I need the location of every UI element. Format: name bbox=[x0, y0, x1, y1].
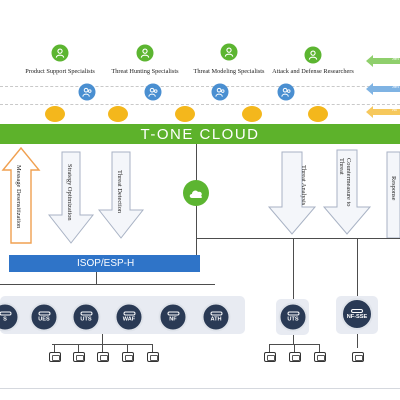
connector-line bbox=[54, 344, 55, 352]
connector-line bbox=[78, 344, 79, 352]
device-waf: WAF bbox=[114, 302, 144, 332]
endpoint-icon bbox=[97, 352, 109, 362]
user-group-icon bbox=[78, 83, 96, 101]
connector-line bbox=[293, 239, 295, 299]
dashed-divider bbox=[0, 104, 400, 105]
person-support-icon bbox=[304, 46, 322, 64]
orange-node-icon bbox=[108, 106, 128, 122]
connector-line bbox=[152, 344, 153, 352]
endpoint-icon bbox=[352, 352, 364, 362]
endpoint-icon bbox=[49, 352, 61, 362]
person-support-icon bbox=[220, 43, 238, 61]
person-support-icon bbox=[136, 44, 154, 62]
flow-label-up: Message Desensitization bbox=[15, 165, 22, 229]
dashed-divider bbox=[0, 86, 400, 87]
device-label: NF bbox=[169, 316, 177, 323]
endpoint-icon bbox=[147, 352, 159, 362]
flow-label-down5: Response bbox=[390, 176, 397, 201]
specialist-label: Product Support Specialists bbox=[25, 68, 95, 75]
device-nf-sse: NF-SSE bbox=[341, 298, 373, 330]
device-nf: NF bbox=[158, 302, 188, 332]
orange-node-icon bbox=[175, 106, 195, 122]
user-group-icon bbox=[211, 83, 229, 101]
device-ues: UES bbox=[29, 302, 59, 332]
service-arrow-1: Ser bbox=[366, 55, 400, 67]
device-label: WAF bbox=[122, 316, 136, 323]
flow-label-down1: Strategy Optimization bbox=[66, 164, 73, 221]
endpoint-icon bbox=[264, 352, 276, 362]
flow-label-down2: Threat Detection bbox=[116, 170, 123, 214]
device-s: S bbox=[0, 302, 20, 332]
device-ath: ATH bbox=[201, 302, 231, 332]
platform-label: ISOP/ESP-H bbox=[77, 258, 135, 269]
person-support-icon bbox=[51, 44, 69, 62]
bottom-divider bbox=[0, 388, 400, 389]
flow-label-down4: Countermeasure to Threat bbox=[338, 158, 352, 207]
flow-label-down3: Threat Analysis bbox=[300, 165, 307, 206]
connector-line bbox=[0, 284, 215, 286]
endpoint-icon bbox=[314, 352, 326, 362]
connector-line bbox=[319, 344, 320, 352]
endpoint-icon bbox=[73, 352, 85, 362]
connector-line bbox=[269, 344, 270, 352]
orange-node-icon bbox=[308, 106, 328, 122]
user-group-icon bbox=[144, 83, 162, 101]
device-label: NF-SSE bbox=[346, 313, 368, 320]
service-arrow-label: Ser bbox=[392, 56, 400, 62]
endpoint-icon bbox=[289, 352, 301, 362]
connector-line bbox=[127, 344, 128, 352]
service-arrow-3: M bbox=[366, 106, 400, 118]
device-label: UES bbox=[38, 316, 50, 323]
orange-node-icon bbox=[242, 106, 262, 122]
specialist-label: Attack and Defense Researchers bbox=[272, 68, 354, 75]
connector-line bbox=[293, 335, 294, 344]
flow-arrows bbox=[1, 146, 400, 244]
connector-line bbox=[102, 334, 103, 344]
device-uts: UTS bbox=[71, 302, 101, 332]
device-label: ATH bbox=[210, 316, 222, 323]
specialist-label: Threat Hunting Specialists bbox=[111, 68, 179, 75]
device-uts-2: UTS bbox=[278, 302, 308, 332]
specialist-label: Threat Modeling Specialists bbox=[193, 68, 265, 75]
cloud-title: T-ONE CLOUD bbox=[140, 125, 260, 143]
connector-line bbox=[96, 272, 98, 284]
service-arrow-label: Ser bbox=[392, 84, 400, 90]
device-label: S bbox=[3, 316, 7, 323]
connector-line bbox=[294, 344, 295, 352]
connector-line bbox=[196, 238, 400, 240]
cloud-icon bbox=[183, 180, 209, 206]
orange-node-icon bbox=[45, 106, 65, 122]
isop-platform-bar: ISOP/ESP-H bbox=[9, 255, 200, 272]
connector-line bbox=[102, 344, 103, 352]
device-label: UTS bbox=[287, 316, 299, 323]
service-arrow-2: Ser bbox=[366, 83, 400, 95]
connector-line bbox=[357, 334, 358, 348]
t-one-cloud-bar: T-ONE CLOUD bbox=[0, 124, 400, 144]
service-arrow-label: M bbox=[392, 107, 397, 113]
user-group-icon bbox=[277, 83, 295, 101]
connector-line bbox=[357, 239, 359, 299]
device-label: UTS bbox=[80, 316, 92, 323]
endpoint-icon bbox=[122, 352, 134, 362]
